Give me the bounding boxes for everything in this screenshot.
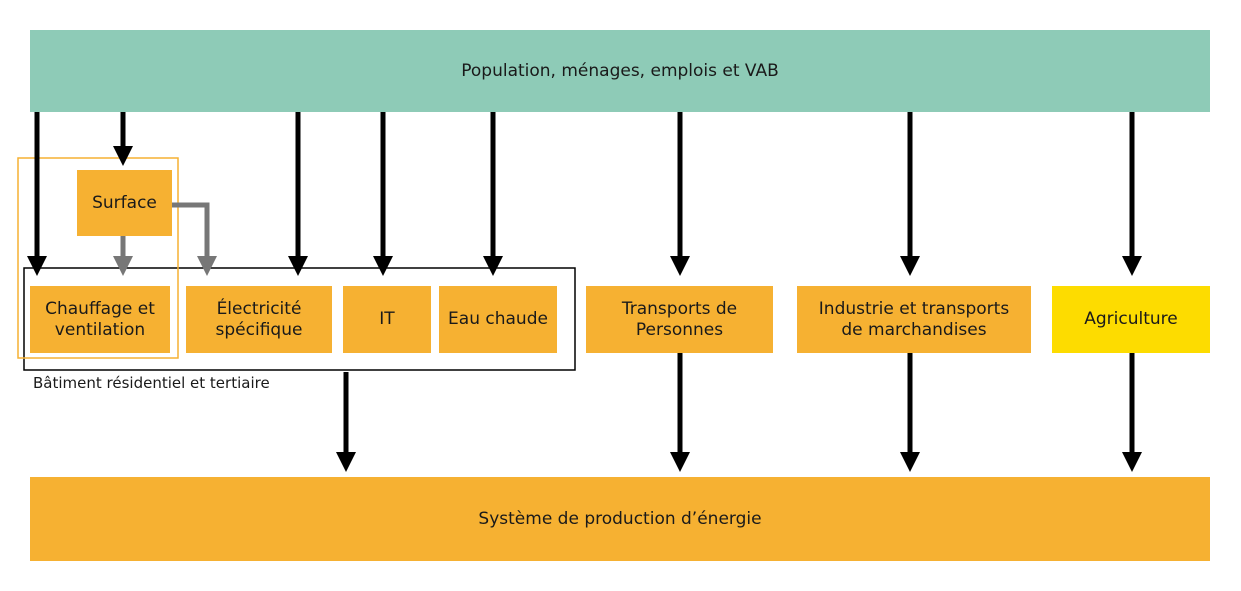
chauffage-ventilation-box: Chauffage et ventilation [30, 286, 170, 353]
chauffage-ventilation-label: Chauffage et ventilation [45, 298, 155, 340]
transports-personnes-box: Transports de Personnes [586, 286, 773, 353]
agriculture-box: Agriculture [1052, 286, 1210, 353]
bottom-bar-energie: Système de production d’énergie [30, 477, 1210, 561]
top-bar-label: Population, ménages, emplois et VAB [461, 60, 779, 81]
heating-subgroup-frame [17, 157, 179, 359]
surface-label: Surface [92, 192, 157, 213]
transports-personnes-label: Transports de Personnes [621, 298, 738, 340]
it-box: IT [343, 286, 431, 353]
surface-box: Surface [77, 170, 172, 236]
bottom-bar-label: Système de production d’énergie [478, 508, 762, 529]
agriculture-label: Agriculture [1084, 309, 1178, 329]
electricite-specifique-box: Électricité spécifique [186, 286, 332, 353]
it-label: IT [379, 309, 395, 329]
industrie-transports-box: Industrie et transports de marchandises [797, 286, 1031, 353]
industrie-transports-label: Industrie et transports de marchandises [818, 298, 1010, 340]
top-bar-population: Population, ménages, emplois et VAB [30, 30, 1210, 112]
eau-chaude-box: Eau chaude [439, 286, 557, 353]
electricite-specifique-label: Électricité spécifique [215, 298, 303, 340]
arrow-surface-to-electricite [172, 202, 217, 277]
building-group-caption: Bâtiment résidentiel et tertiaire [33, 374, 270, 392]
eau-chaude-label: Eau chaude [448, 309, 548, 329]
